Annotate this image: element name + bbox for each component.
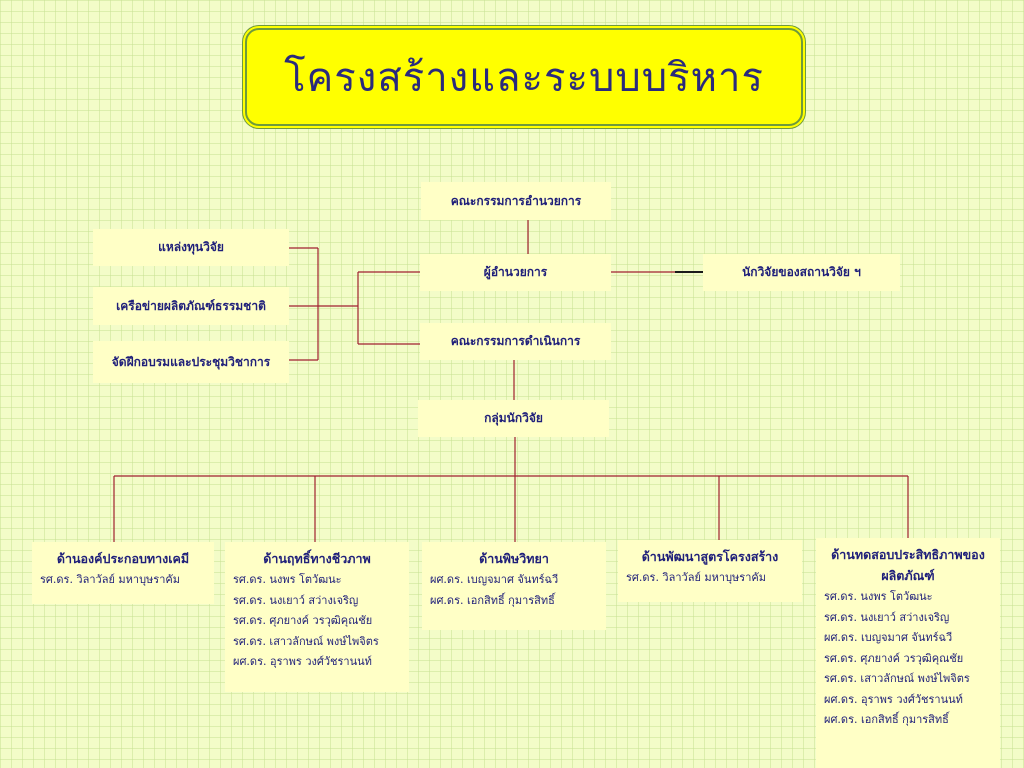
dept-title: ด้านองค์ประกอบทางเคมี [56, 551, 190, 566]
dept-member: ผศ.ดร. เอกสิทธิ์ กุมารสิทธิ์ [430, 593, 555, 607]
dept-title: ด้านฤทธิ์ทางชีวภาพ [263, 551, 371, 566]
dept-member: รศ.ดร. เสาวลักษณ์ พงษ์ไพจิตร [824, 672, 970, 685]
dept-member: รศ.ดร. ศุภยางค์ วรวุฒิคุณชัย [233, 614, 373, 627]
dept-title: ด้านพัฒนาสูตรโครงสร้าง [641, 549, 779, 564]
dept-member: รศ.ดร. นงพร โตวัฒนะ [824, 590, 933, 603]
dept-title: ด้านพิษวิทยา [479, 551, 549, 566]
dept-member: ผศ.ดร. เบญจมาศ จันทร์ฉวี [430, 573, 559, 586]
dept-member: ผศ.ดร. เอกสิทธิ์ กุมารสิทธิ์ [824, 713, 949, 726]
dept-chemical-composition: ด้านองค์ประกอบทางเคมี รศ.ดร. วิลาวัลย์ ม… [32, 542, 214, 604]
dept-member: ผศ.ดร. อุราพร วงศ์วัชรานนท์ [824, 692, 963, 706]
page-title: โครงสร้างและระบบบริหาร [284, 55, 764, 101]
node-research-funding: แหล่งทุนวิจัย [93, 229, 289, 266]
dept-member: รศ.ดร. นงพร โตวัฒนะ [233, 573, 342, 586]
dept-member: รศ.ดร. เสาวลักษณ์ พงษ์ไพจิตร [233, 634, 379, 648]
node-institute-researchers: นักวิจัยของสถานวิจัย ฯ [703, 254, 900, 291]
dept-member: รศ.ดร. วิลาวัลย์ มหาบุษราคัม [40, 573, 180, 586]
node-board: คณะกรรมการอำนวยการ [421, 182, 611, 220]
node-director: ผู้อำนวยการ [420, 254, 611, 291]
dept-member: ผศ.ดร. เบญจมาศ จันทร์ฉวี [824, 631, 953, 644]
dept-member: รศ.ดร. นงเยาว์ สว่างเจริญ [824, 610, 950, 624]
node-exec-committee: คณะกรรมการดำเนินการ [420, 323, 611, 360]
dept-formulation-development: ด้านพัฒนาสูตรโครงสร้าง รศ.ดร. วิลาวัลย์ … [618, 540, 802, 602]
dept-product-efficacy-testing: ด้านทดสอบประสิทธิภาพของผลิตภัณฑ์ รศ.ดร. … [816, 538, 1000, 768]
dept-member: ผศ.ดร. อุราพร วงศ์วัชรานนท์ [233, 655, 372, 668]
node-natural-products-network: เครือข่ายผลิตภัณฑ์ธรรมชาติ [93, 287, 289, 325]
dept-title: ด้านทดสอบประสิทธิภาพของผลิตภัณฑ์ [831, 547, 985, 583]
dept-member: รศ.ดร. วิลาวัลย์ มหาบุษราคัม [626, 571, 766, 584]
dept-member: รศ.ดร. นงเยาว์ สว่างเจริญ [233, 593, 359, 607]
dept-biological-activity: ด้านฤทธิ์ทางชีวภาพ รศ.ดร. นงพร โตวัฒนะ ร… [225, 542, 409, 692]
dept-toxicology: ด้านพิษวิทยา ผศ.ดร. เบญจมาศ จันทร์ฉวี ผศ… [422, 542, 606, 630]
title-banner: โครงสร้างและระบบบริหาร [245, 28, 803, 126]
node-research-group: กลุ่มนักวิจัย [418, 400, 609, 437]
node-training-conference: จัดฝึกอบรมและประชุมวิชาการ [93, 341, 289, 383]
dept-member: รศ.ดร. ศุภยางค์ วรวุฒิคุณชัย [824, 651, 964, 665]
